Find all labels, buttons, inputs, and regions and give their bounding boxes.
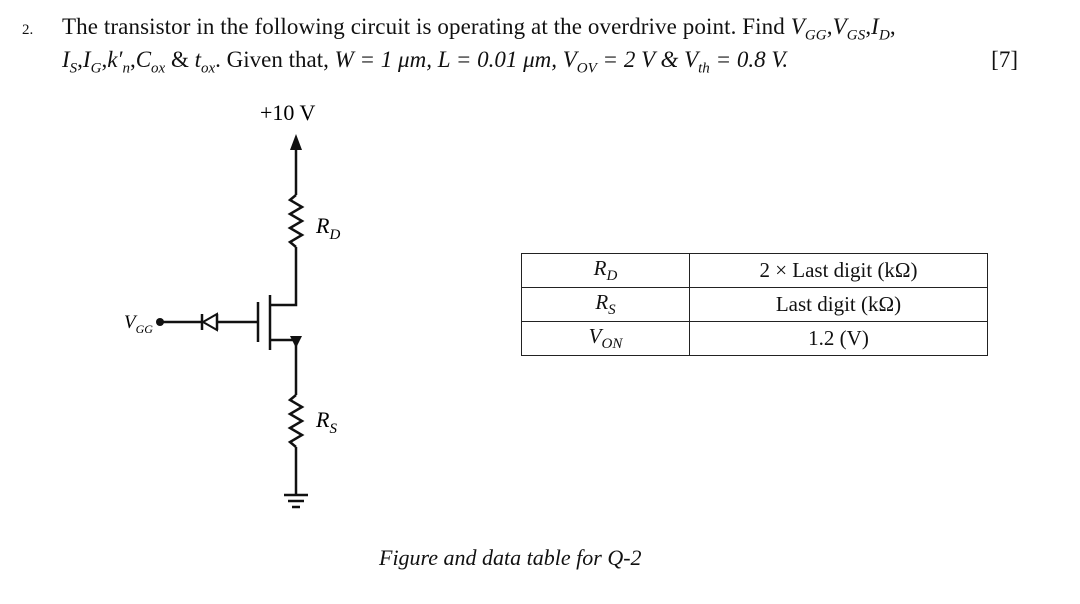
source-wire — [270, 338, 298, 395]
table-cell-value: 2 × Last digit (kΩ) — [689, 253, 988, 288]
tox-symbol: tox — [194, 47, 216, 77]
cox-symbol: Cox — [135, 47, 166, 77]
ig-symbol: IG — [82, 47, 102, 77]
vgs-symbol: VGS — [832, 14, 866, 44]
vgg-node-icon — [156, 318, 164, 326]
rd-label: RD — [315, 213, 340, 243]
table-row: RD 2 × Last digit (kΩ) — [521, 253, 988, 288]
table-cell-value: 1.2 (V) — [689, 321, 988, 356]
ground-icon — [284, 493, 308, 509]
supply-label: +10 V — [260, 100, 316, 125]
vgg-symbol: VGG — [790, 14, 827, 44]
id-symbol: ID — [871, 14, 890, 44]
rs-resistor — [287, 394, 305, 448]
rs-label: RS — [315, 407, 337, 437]
table-row: VON 1.2 (V) — [521, 321, 988, 356]
circuit-diagram: +10 V RD RS VGG — [124, 100, 340, 509]
supply-arrow-icon — [290, 134, 302, 150]
rd-resistor — [287, 194, 305, 248]
data-table: RD 2 × Last digit (kΩ) RS Last digit (kΩ… — [521, 253, 988, 356]
table-row: RS Last digit (kΩ) — [521, 287, 988, 322]
diode-icon — [200, 312, 218, 332]
vgg-label: VGG — [124, 312, 153, 336]
table-cell-value: Last digit (kΩ) — [689, 287, 988, 322]
table-cell-label: RD — [521, 253, 690, 288]
source-arrow-icon — [290, 336, 302, 348]
drain-wire — [270, 247, 298, 307]
given-label: Given that, — [220, 47, 335, 72]
question-line-1: The transistor in the following circuit … — [62, 14, 896, 44]
question-marks: [7] — [991, 47, 1018, 72]
table-cell-label: RS — [521, 287, 690, 322]
given-values: W = 1 μm, L = 0.01 μm, VOV = 2 V & Vth =… — [334, 47, 789, 77]
kn-symbol: k′n — [107, 47, 130, 77]
figure-caption: Figure and data table for Q-2 — [379, 545, 642, 570]
question-line-1-text: The transistor in the following circuit … — [62, 14, 791, 39]
table-cell-label: VON — [521, 321, 690, 356]
is-symbol: IS — [62, 47, 78, 77]
question-number: 2. — [22, 22, 34, 38]
question-line-2: IS,IG,k′n,Cox & tox. Given that, W = 1 μ… — [62, 47, 789, 77]
